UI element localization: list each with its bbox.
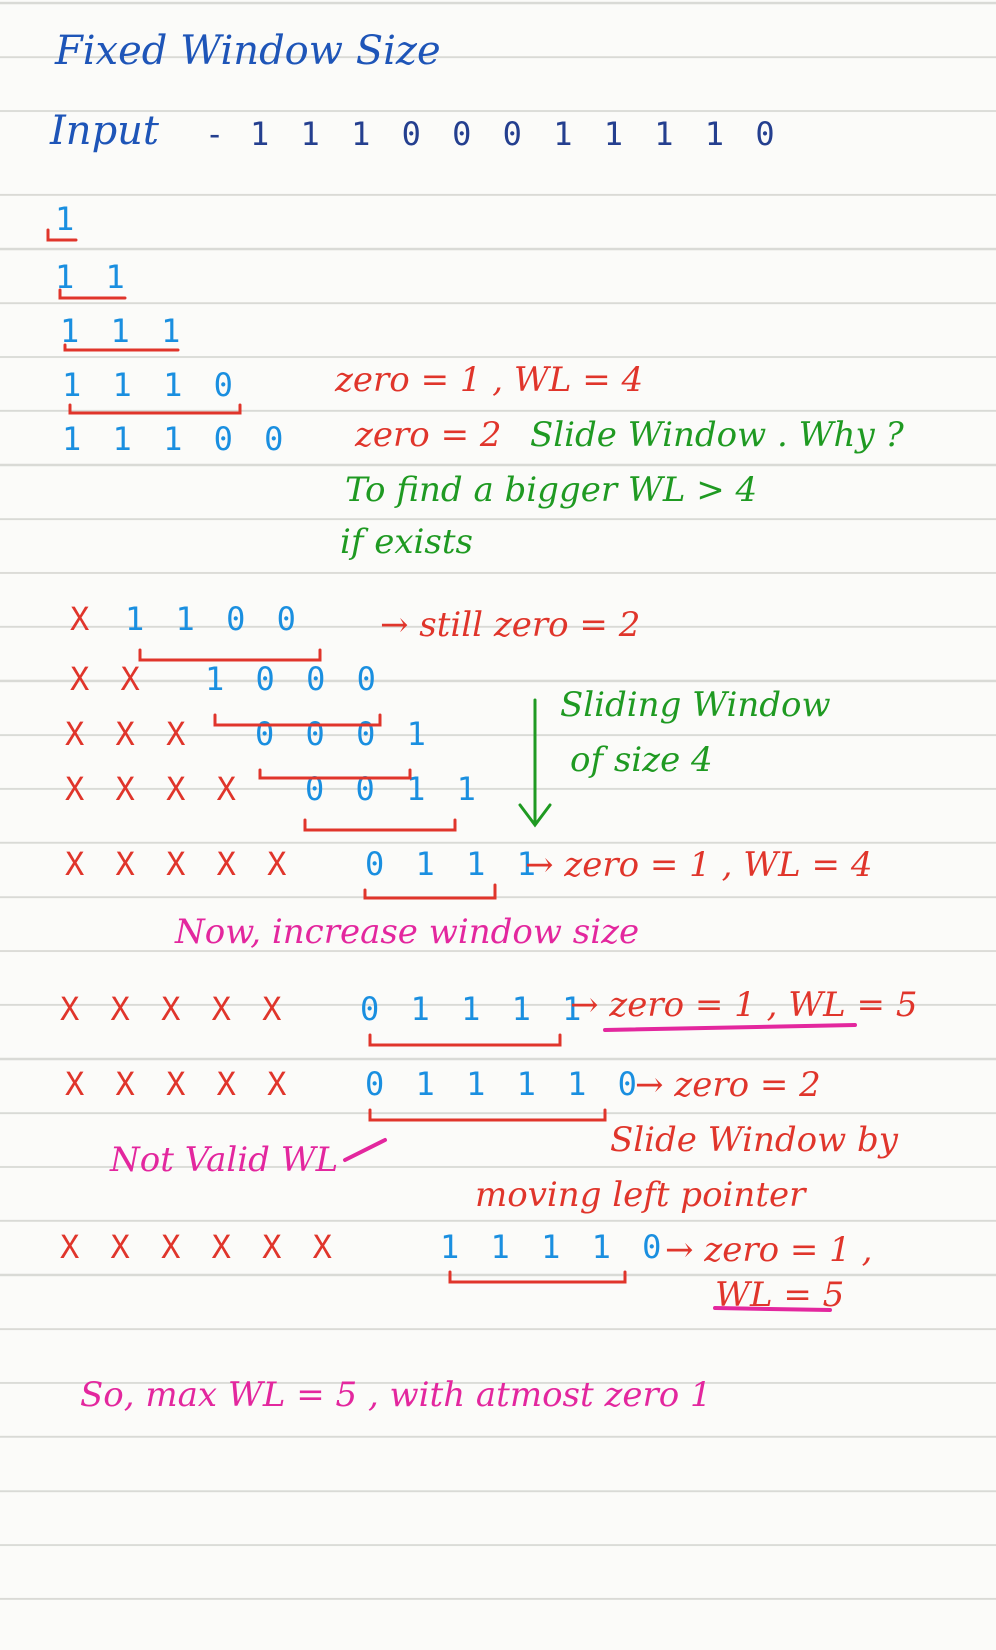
note-zero1-c: → zero = 1 , <box>665 1230 873 1270</box>
window-bracket <box>63 343 180 352</box>
note-still-zero2: → still zero = 2 <box>380 605 641 645</box>
window-bracket <box>213 713 382 727</box>
grow-step-2-crossed: X X X X X <box>65 1065 293 1103</box>
slide-row-1-crossed: X <box>70 600 96 638</box>
note-not-valid: Not Valid WL <box>110 1140 339 1180</box>
slide-row-1-values: 1 1 0 0 <box>125 600 302 638</box>
grow-row-2: 1 1 <box>55 258 131 296</box>
grow-row-4: 1 1 1 0 <box>62 366 239 404</box>
input-sequence: 1 1 1 0 0 0 1 1 1 1 0 <box>250 115 781 153</box>
grow-row-1: 1 <box>55 200 81 238</box>
note-zero1-wl4: zero = 1 , WL = 4 <box>335 360 644 400</box>
window-bracket <box>68 403 242 415</box>
window-bracket <box>138 648 322 662</box>
slide-row-3-crossed: X X X <box>65 715 192 753</box>
note-increase: Now, increase window size <box>175 912 640 952</box>
underline <box>713 1306 832 1312</box>
slide-row-3-values: 0 0 0 1 <box>255 715 432 753</box>
conclusion: So, max WL = 5 , with atmost zero 1 <box>80 1375 712 1415</box>
pointer-arrow-icon <box>343 1138 387 1162</box>
underline <box>603 1023 857 1032</box>
page-title: Fixed Window Size <box>55 28 441 74</box>
grow-step-1-values: 0 1 1 1 1 <box>360 990 588 1028</box>
window-bracket <box>368 1108 607 1122</box>
input-label: Input <box>50 108 160 154</box>
note-zero1-wl5: → zero = 1 , WL = 5 <box>570 985 918 1025</box>
slide-row-2-values: 1 0 0 0 <box>205 660 382 698</box>
window-bracket <box>303 818 457 832</box>
slide-row-5-values: 0 1 1 1 <box>365 845 542 883</box>
window-bracket <box>46 228 78 242</box>
note-slide-why: Slide Window . Why ? <box>530 415 904 455</box>
note-zero1-wl4-b: → zero = 1 , WL = 4 <box>525 845 873 885</box>
note-zero2-b: → zero = 2 <box>635 1065 821 1105</box>
slide-row-4-values: 0 0 1 1 <box>305 770 482 808</box>
slide-row-4-crossed: X X X X <box>65 770 242 808</box>
note-moving-left: moving left pointer <box>475 1175 806 1215</box>
note-to-find: To find a bigger WL > 4 <box>345 470 758 510</box>
window-bracket <box>368 1033 562 1047</box>
slide-row-5-crossed: X X X X X <box>65 845 293 883</box>
window-bracket <box>448 1270 627 1284</box>
grow-step-3-values: 1 1 1 1 0 <box>440 1228 668 1266</box>
grow-step-1-crossed: X X X X X <box>60 990 288 1028</box>
window-bracket <box>58 288 127 300</box>
grow-step-2-values: 0 1 1 1 1 0 <box>365 1065 643 1103</box>
window-bracket <box>363 883 497 900</box>
down-arrow-icon <box>518 698 552 828</box>
note-if-exists: if exists <box>340 522 473 562</box>
note-sliding-window: Sliding Window <box>560 685 831 725</box>
slide-row-2-crossed: X X <box>70 660 146 698</box>
note-slide-by: Slide Window by <box>610 1120 898 1160</box>
note-zero2: zero = 2 <box>355 415 502 455</box>
window-bracket <box>258 768 412 780</box>
grow-row-5: 1 1 1 0 0 <box>62 420 290 458</box>
input-dash: - <box>205 115 231 153</box>
grow-step-3-crossed: X X X X X X <box>60 1228 338 1266</box>
grow-row-3: 1 1 1 <box>60 312 187 350</box>
note-of-size: of size 4 <box>570 740 713 780</box>
